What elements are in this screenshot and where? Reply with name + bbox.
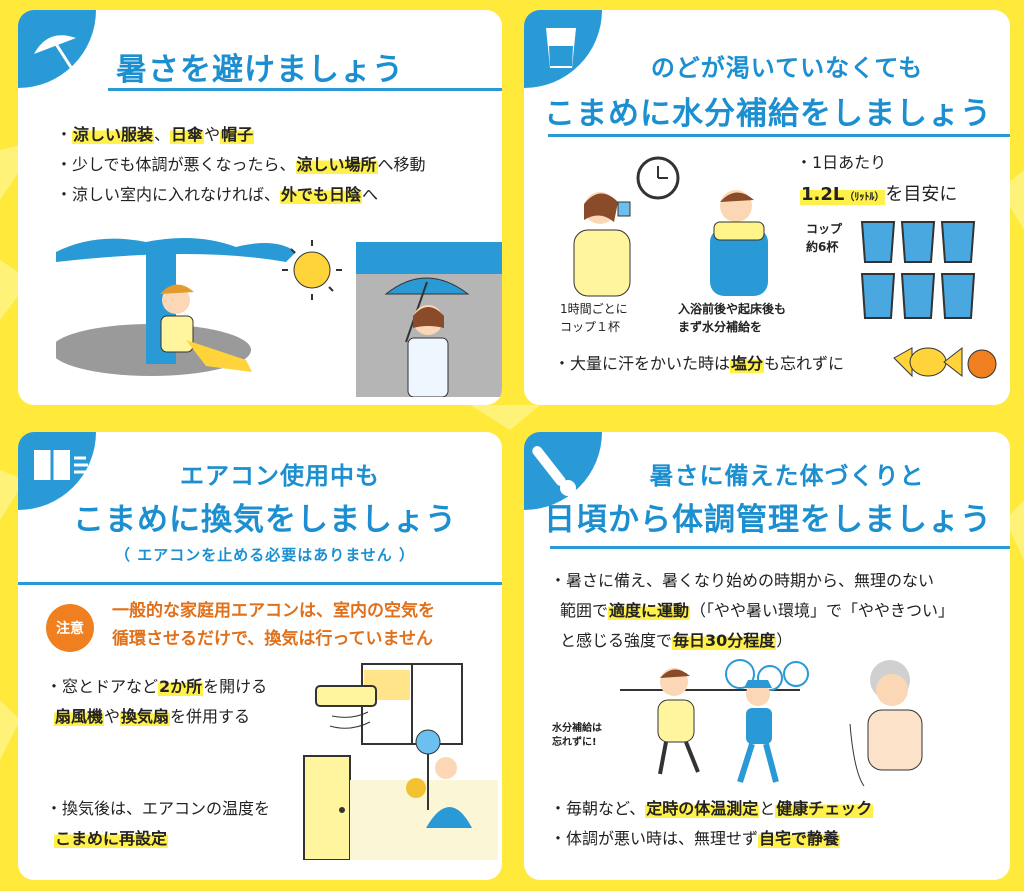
card-title-line2: こまめに水分補給をしましょう: [544, 96, 992, 132]
card-avoid-heat: 暑さを避けましょう ・涼しい服装、日傘や帽子 ・少しでも体調が悪くなったら、涼し…: [18, 10, 502, 405]
highlight-hat: 帽子: [220, 125, 255, 144]
text: ・涼しい室内に入れなければ、: [56, 185, 281, 204]
highlight-health-check: 健康チェック: [775, 799, 874, 818]
text: ・窓とドアなど: [46, 677, 159, 696]
amount-line: 1.2L（ﾘｯﾄﾙ）を目安に: [800, 184, 957, 209]
bullet-reset-temp-cont: こまめに再設定: [54, 828, 169, 850]
amount-after: を目安に: [885, 184, 958, 205]
text: ・少しでも体調が悪くなったら、: [56, 155, 296, 174]
highlight-vent-fan: 換気扇: [120, 707, 171, 726]
drinking-illustration: [573, 156, 768, 297]
bullet-rest-home: ・体調が悪い時は、無理せず自宅で静養: [550, 828, 841, 850]
highlight-parasol: 日傘: [170, 125, 205, 144]
candy-illustration: [893, 346, 997, 379]
bullet-two-openings: ・窓とドアなど2か所を開ける: [46, 676, 267, 698]
caption-line: 1時間ごとに: [560, 302, 628, 316]
title-rule: [550, 546, 1010, 549]
card-subtitle: （ エアコンを止める必要はありません ）: [115, 546, 415, 564]
per-day-label: ・1日あたり: [796, 153, 887, 172]
note-line: 水分補給は: [552, 723, 602, 734]
thermometer-icon: [524, 432, 602, 510]
title-rule: [108, 88, 502, 91]
six-cups-illustration: [860, 221, 976, 319]
text: 範囲で: [560, 601, 609, 620]
text: （「やや暑い環境」で「ややきつい」: [690, 601, 955, 620]
caution-badge: 注意: [46, 604, 94, 652]
card-title-line2: こまめに換気をしましょう: [73, 502, 457, 538]
text: 、: [154, 125, 171, 144]
caution-line2: 循環させるだけで、換気は行っていません: [112, 629, 433, 649]
highlight-cool-place: 涼しい場所: [295, 155, 378, 174]
bullet-temp-check: ・毎朝など、定時の体温測定と健康チェック: [550, 798, 874, 820]
highlight-temp-measure: 定時の体温測定: [645, 799, 760, 818]
bullet-fans: 扇風機や換気扇を併用する: [54, 706, 250, 728]
amount-number: 1.2L: [801, 184, 845, 205]
caption-hourly: 1時間ごとに コップ１杯: [560, 300, 628, 336]
text: ・換気後は、エアコンの温度を: [46, 799, 271, 818]
card-health-management: 暑さに備えた体づくりと 日頃から体調管理をしましょう ・暑さに備え、暑くなり始め…: [524, 432, 1010, 880]
room-illustration: [303, 663, 498, 860]
bullet-mark: ・: [56, 125, 73, 144]
text: へ: [362, 185, 379, 204]
text: も忘れずに: [764, 354, 845, 373]
hydration-note: 水分補給は 忘れずに!: [552, 722, 602, 750]
highlight-cool-clothes: 涼しい服装: [72, 125, 155, 144]
text: と感じる強度で: [560, 631, 673, 650]
caption-line: 入浴前後や起床後も: [678, 302, 787, 316]
text: を併用する: [170, 707, 251, 726]
bullet-clothing: ・涼しい服装、日傘や帽子: [56, 124, 255, 146]
bullet-exercise-line3: と感じる強度で毎日30分程度）: [560, 630, 792, 652]
card-ventilation: エアコン使用中も こまめに換気をしましょう （ エアコンを止める必要はありません…: [18, 432, 502, 880]
text: と: [759, 799, 776, 818]
card-title: 暑さを避けましょう: [116, 52, 404, 88]
bullet-salt: ・大量に汗をかいた時は塩分も忘れずに: [554, 353, 844, 375]
highlight-moderate-exercise: 適度に運動: [608, 601, 691, 620]
highlight-salt: 塩分: [730, 354, 765, 373]
title-rule: [548, 134, 1010, 137]
card-hydration: のどが渇いていなくても こまめに水分補給をしましょう 1時間ごとに コップ１杯 …: [524, 10, 1010, 405]
amount-unit-note: （ﾘｯﾄﾙ）: [844, 192, 885, 203]
text: を開ける: [203, 677, 268, 696]
cups-line: コップ: [806, 222, 843, 236]
highlight-rest-at-home: 自宅で静養: [758, 829, 841, 848]
cups-line: 約6杯: [806, 240, 839, 254]
text: ・大量に汗をかいた時は: [554, 354, 731, 373]
amount-value: 1.2L（ﾘｯﾄﾙ）: [800, 184, 886, 205]
text: ・体調が悪い時は、無理せず: [550, 829, 759, 848]
glass-icon: [524, 10, 602, 88]
bullet-move-cool: ・少しでも体調が悪くなったら、涼しい場所へ移動: [56, 154, 426, 176]
caption-line: コップ１杯: [560, 320, 621, 334]
text: ・毎朝など、: [550, 799, 646, 818]
caution-line1: 一般的な家庭用エアコンは、室内の空気を: [112, 601, 435, 621]
bullet-shade: ・涼しい室内に入れなければ、外でも日陰へ: [56, 184, 378, 206]
highlight-two-places: 2か所: [158, 677, 204, 696]
highlight-fan: 扇風機: [54, 707, 105, 726]
exercise-illustration: [620, 659, 923, 787]
title-rule: [18, 582, 502, 585]
card-title-line1: のどが渇いていなくても: [650, 54, 924, 82]
umbrella-icon: [18, 10, 96, 88]
shade-illustration: [56, 238, 502, 397]
highlight-outdoor-shade: 外でも日陰: [280, 185, 363, 204]
cups-label: コップ 約6杯: [806, 220, 842, 256]
card-title-line1: エアコン使用中も: [180, 462, 380, 490]
bullet-exercise-line1: ・暑さに備え、暑くなり始めの時期から、無理のない: [550, 571, 935, 590]
card-title-line1: 暑さに備えた体づくりと: [649, 462, 925, 490]
highlight-30min-daily: 毎日30分程度: [672, 631, 777, 650]
note-line: 忘れずに!: [552, 737, 597, 748]
window-icon: [18, 432, 96, 510]
text: ）: [776, 631, 793, 650]
text: や: [104, 707, 121, 726]
caption-line: まず水分補給を: [678, 320, 763, 334]
highlight-reset: こまめに再設定: [54, 829, 169, 848]
card-title-line2: 日頃から体調管理をしましょう: [544, 502, 992, 538]
bullet-reset-temp: ・換気後は、エアコンの温度を: [46, 798, 270, 820]
bullet-exercise-line2: 範囲で適度に運動（「やや暑い環境」で「ややきつい」: [560, 600, 954, 622]
caption-bath: 入浴前後や起床後も まず水分補給を: [678, 300, 786, 336]
text: や: [204, 125, 221, 144]
text: へ移動: [377, 155, 426, 174]
